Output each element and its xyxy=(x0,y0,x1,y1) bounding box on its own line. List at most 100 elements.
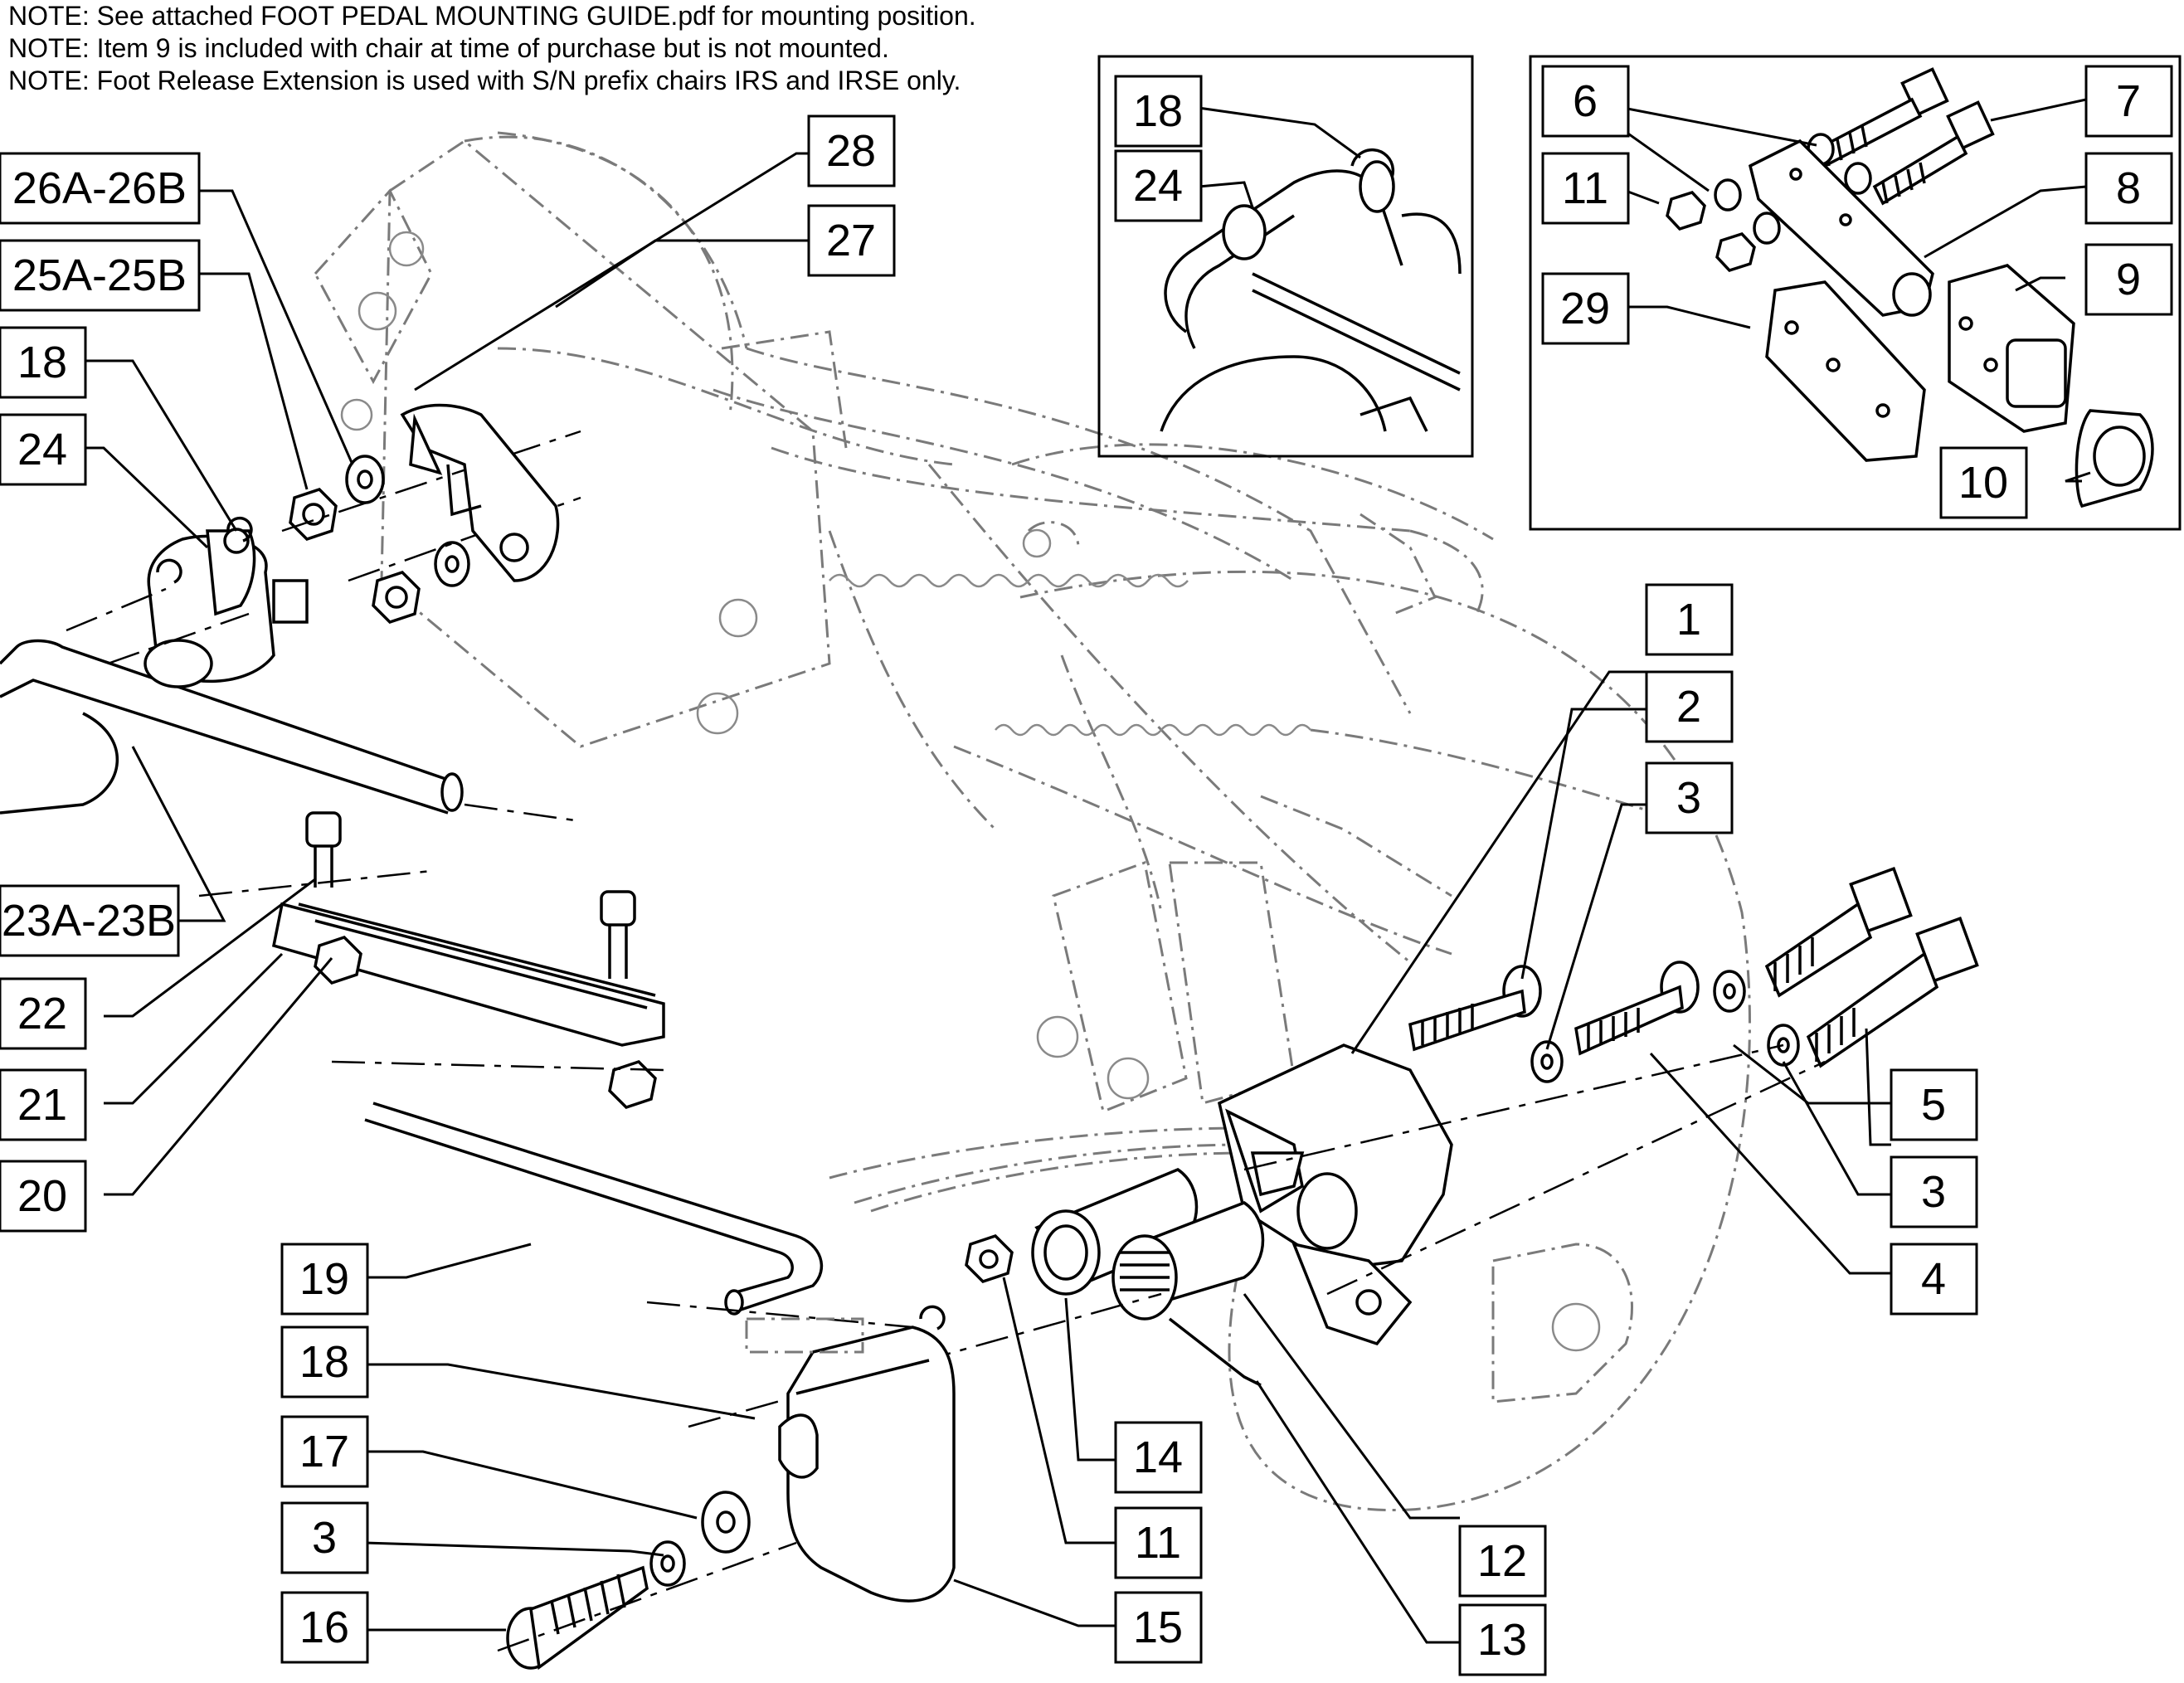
callout-26: 26A-26B xyxy=(0,152,201,225)
svg-text:10: 10 xyxy=(1958,458,2008,508)
washers-3 xyxy=(1530,970,1800,1083)
bracket-28 xyxy=(400,403,560,582)
bolt-7 xyxy=(1814,67,1995,206)
svg-text:18: 18 xyxy=(299,1337,349,1387)
note-item-9: NOTE: Item 9 is included with chair at t… xyxy=(8,33,889,63)
svg-text:7: 7 xyxy=(2116,76,2141,126)
callout-3a: 3 xyxy=(1645,761,1734,834)
bushing-14 xyxy=(1031,1168,1199,1296)
callout-19: 19 xyxy=(280,1243,369,1316)
callout-4: 4 xyxy=(1890,1243,1978,1316)
callout-24b: 24 xyxy=(1114,149,1203,222)
svg-text:27: 27 xyxy=(826,216,876,265)
foot-pedal-assembly xyxy=(497,866,1979,1671)
callout-21: 21 xyxy=(0,1068,87,1141)
svg-text:3: 3 xyxy=(1921,1167,1946,1217)
svg-text:29: 29 xyxy=(1560,284,1610,333)
svg-text:14: 14 xyxy=(1133,1432,1183,1482)
svg-text:25A-25B: 25A-25B xyxy=(12,251,187,300)
callout-23: 23A-23B xyxy=(0,884,180,957)
e-ring-18a xyxy=(226,516,253,542)
ghost-bolt-row xyxy=(829,573,1311,737)
leader-lines xyxy=(83,73,2091,1644)
screw-22b xyxy=(600,890,636,979)
nut-lower-left xyxy=(372,541,470,625)
callout-11a: 11 xyxy=(1114,1506,1203,1579)
svg-text:16: 16 xyxy=(299,1603,349,1652)
svg-text:18: 18 xyxy=(1133,86,1183,136)
svg-text:26A-26B: 26A-26B xyxy=(12,163,187,213)
callout-18a: 18 xyxy=(280,1325,369,1398)
washer-3 xyxy=(649,1540,686,1587)
svg-text:15: 15 xyxy=(1133,1603,1183,1652)
nut-11 xyxy=(965,1233,1014,1284)
callout-5: 5 xyxy=(1890,1068,1978,1141)
callout-7: 7 xyxy=(2084,65,2173,138)
svg-text:23A-23B: 23A-23B xyxy=(2,896,176,946)
callout-25: 25A-25B xyxy=(0,239,201,312)
notes-block: NOTE: See attached FOOT PEDAL MOUNTING G… xyxy=(8,0,976,97)
svg-text:3: 3 xyxy=(312,1513,337,1563)
callout-27: 27 xyxy=(807,204,896,277)
svg-text:18: 18 xyxy=(17,338,67,387)
callout-29: 29 xyxy=(1541,272,1630,345)
svg-text:19: 19 xyxy=(299,1254,349,1304)
nut-20 xyxy=(314,935,657,1110)
callout-17: 17 xyxy=(280,1415,369,1488)
svg-text:2: 2 xyxy=(1676,682,1701,732)
e-ring-18 xyxy=(919,1305,946,1330)
callout-18b: 18 xyxy=(0,326,87,399)
ghost-nuts xyxy=(340,231,1601,1352)
callout-14: 14 xyxy=(1114,1421,1203,1494)
nut-25 xyxy=(289,487,338,542)
note-mounting-guide: NOTE: See attached FOOT PEDAL MOUNTING G… xyxy=(8,1,976,31)
inset-extension-detail xyxy=(1529,55,2182,531)
callout-6: 6 xyxy=(1541,65,1630,138)
callout-24a: 24 xyxy=(0,413,87,486)
svg-text:5: 5 xyxy=(1921,1080,1946,1130)
bolts-2-4-5 xyxy=(1408,866,1979,1068)
callout-9: 9 xyxy=(2084,243,2173,316)
svg-text:12: 12 xyxy=(1477,1536,1527,1586)
svg-text:22: 22 xyxy=(17,989,67,1038)
callout-1: 1 xyxy=(1645,583,1734,656)
rod-19 xyxy=(364,1102,823,1316)
svg-text:28: 28 xyxy=(826,126,876,176)
callout-10: 10 xyxy=(1939,446,2028,519)
note-foot-release: NOTE: Foot Release Extension is used wit… xyxy=(8,66,961,95)
washer-17 xyxy=(701,1491,751,1554)
plate-29 xyxy=(1765,280,1926,462)
svg-text:24: 24 xyxy=(1133,161,1183,211)
callout-3c: 3 xyxy=(280,1501,369,1574)
callout-16: 16 xyxy=(280,1591,369,1664)
foot-release-extension-parts xyxy=(0,403,823,1316)
svg-text:8: 8 xyxy=(2116,163,2141,213)
cylinder-bracket-24 xyxy=(143,528,309,688)
svg-text:24: 24 xyxy=(17,425,67,474)
nuts-11 xyxy=(1666,190,1756,273)
callout-22: 22 xyxy=(0,977,87,1050)
clamp-bar-21 xyxy=(198,869,665,1047)
bushing-12 xyxy=(1111,1201,1265,1321)
foot-plate-15 xyxy=(745,1317,956,1603)
chair-frame-ghost xyxy=(314,131,1751,1512)
cap-10 xyxy=(2075,409,2154,508)
callout-2: 2 xyxy=(1645,670,1734,743)
bolt-16 xyxy=(506,1565,649,1671)
svg-text:11: 11 xyxy=(1135,1518,1181,1568)
callout-20: 20 xyxy=(0,1160,87,1233)
svg-text:9: 9 xyxy=(2116,255,2141,304)
svg-text:13: 13 xyxy=(1477,1615,1527,1665)
cotter-13 xyxy=(1168,1317,1262,1387)
callout-13: 13 xyxy=(1458,1603,1547,1676)
callout-15: 15 xyxy=(1114,1591,1203,1664)
svg-text:17: 17 xyxy=(299,1427,349,1476)
callout-3b: 3 xyxy=(1890,1155,1978,1228)
callout-12: 12 xyxy=(1458,1525,1547,1598)
release-bar-23 xyxy=(0,639,449,781)
callout-8: 8 xyxy=(2084,152,2173,225)
screw-22 xyxy=(305,811,342,888)
svg-text:21: 21 xyxy=(17,1080,67,1130)
svg-text:11: 11 xyxy=(1562,163,1608,213)
